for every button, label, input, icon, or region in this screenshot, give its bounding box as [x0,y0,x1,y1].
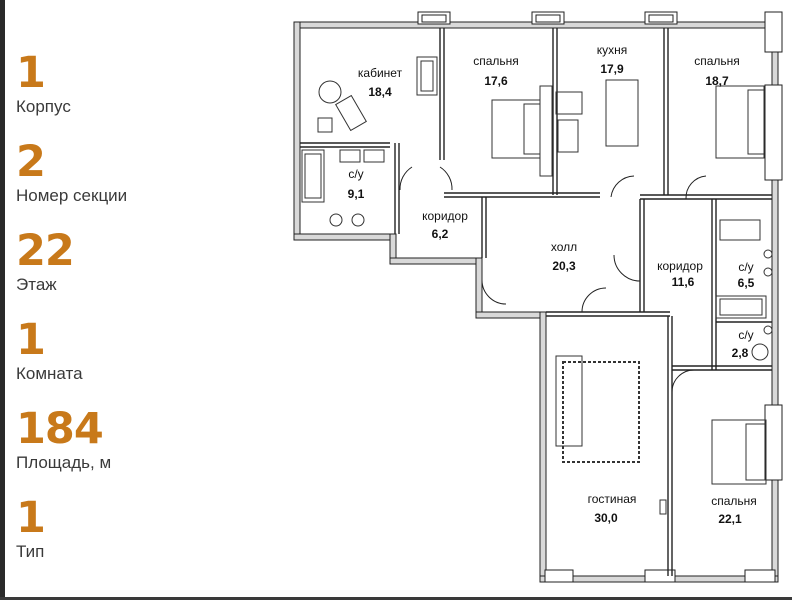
stat-building-value: 1 [16,48,46,98]
stat-section-value: 2 [16,137,46,187]
bottom-edge-bar [0,597,792,600]
room-hall-name: холл [551,240,577,254]
room-kitchen-area: 17,9 [600,62,624,76]
room-kitchen-name: кухня [597,43,628,57]
stat-rooms: 1 Комната [16,319,83,384]
room-living-area: 30,0 [594,511,618,525]
interior-walls [300,28,772,576]
room-bedroom3-name: спальня [711,494,757,508]
room-bedroom2-name: спальня [694,54,740,68]
room-bath3-name: с/у [738,328,753,342]
room-labels: кабинет 18,4 спальня 17,6 кухня 17,9 спа… [348,43,757,526]
room-bath3-area: 2,8 [732,346,749,360]
stat-rooms-label: Комната [16,364,83,383]
stat-section: 2 Номер секции [16,141,127,206]
stat-building: 1 Корпус [16,52,71,117]
stat-section-label: Номер секции [16,186,128,205]
left-edge-bar [0,0,5,600]
stat-area-label: Площадь, м [16,453,112,472]
room-bath1-name: с/у [348,167,363,181]
stat-type-label: Тип [16,542,45,561]
room-hall-area: 20,3 [552,259,576,273]
stat-rooms-value: 1 [16,315,46,365]
room-cabinet-name: кабинет [358,66,403,80]
room-bath2-area: 6,5 [738,276,755,290]
room-bedroom2-area: 18,7 [705,74,729,88]
windows [417,11,783,583]
stat-area: 184 Площадь, м [16,408,111,473]
outer-walls [293,21,779,583]
stat-type: 1 Тип [16,493,46,562]
room-bath1-area: 9,1 [348,187,365,201]
room-cabinet-area: 18,4 [368,85,392,99]
room-bath2-name: с/у [738,260,753,274]
room-bedroom1-name: спальня [473,54,519,68]
room-corridor2-name: коридор [657,259,703,273]
stat-floor-label: Этаж [16,275,57,294]
room-living-name: гостиная [588,492,637,506]
room-corridor1-area: 6,2 [432,227,449,241]
stat-floor-value: 22 [16,226,75,276]
room-corridor2-area: 11,6 [672,275,695,289]
doors [399,166,707,393]
room-bedroom3-area: 22,1 [718,512,742,526]
stat-area-value: 184 [16,404,104,454]
stat-building-label: Корпус [16,97,71,116]
stat-type-value: 1 [16,493,46,543]
stat-floor: 22 Этаж [16,226,75,295]
furniture [301,56,773,515]
room-corridor1-name: коридор [422,209,468,223]
room-bedroom1-area: 17,6 [484,74,508,88]
